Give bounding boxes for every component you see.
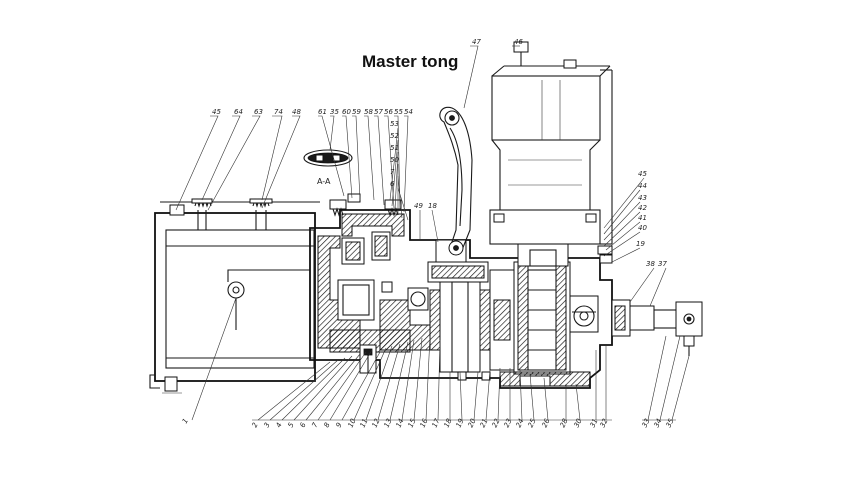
- part-label: 22: [491, 417, 502, 429]
- part-label: 16: [419, 417, 430, 429]
- part-label: 35: [665, 417, 676, 429]
- right-actuator: [611, 299, 703, 356]
- part-label: 55: [394, 108, 403, 116]
- part-label: 59: [352, 108, 361, 116]
- part-label: 45: [638, 170, 647, 178]
- part-label: 43: [638, 194, 647, 202]
- part-label: 45: [212, 108, 221, 116]
- leader-lines: [175, 45, 667, 421]
- part-label: 52: [390, 132, 399, 140]
- spring-right: [249, 198, 273, 230]
- part-label: 42: [638, 204, 647, 212]
- part-label: 57: [374, 108, 383, 116]
- part-label: 37: [658, 260, 667, 268]
- part-label: 19: [455, 417, 466, 429]
- part-label: 34: [653, 417, 664, 428]
- part-label: 41: [638, 214, 647, 222]
- part-label: 3: [263, 421, 272, 428]
- part-label: 8: [323, 421, 332, 429]
- part-label: 24: [515, 417, 526, 428]
- section-a-a: A-A: [303, 149, 353, 186]
- part-label: 53: [390, 120, 399, 128]
- part-label: 4: [275, 421, 284, 428]
- part-label: 1: [181, 417, 190, 425]
- part-label: 21: [479, 417, 490, 428]
- part-label: 15: [407, 417, 418, 429]
- part-label: 11: [359, 417, 370, 428]
- part-label: 6: [299, 421, 308, 429]
- part-label: 49: [414, 202, 423, 210]
- part-label: 40: [638, 224, 647, 232]
- part-label: 64: [234, 108, 243, 116]
- part-label: 7: [311, 421, 320, 429]
- gear-train: [427, 239, 599, 387]
- part-label: 10: [347, 417, 358, 429]
- part-label: 20: [467, 417, 478, 429]
- part-label: 9: [335, 421, 344, 429]
- part-label: 2: [251, 421, 260, 429]
- part-label: 50: [390, 156, 399, 164]
- part-label: 33: [641, 417, 652, 428]
- part-label: 74: [274, 108, 283, 116]
- part-label: 60: [342, 108, 351, 116]
- lever-arm: [439, 106, 473, 256]
- part-label: 25: [527, 417, 538, 429]
- part-label: 30: [573, 417, 584, 429]
- part-label: 46: [514, 38, 523, 46]
- part-label: 38: [646, 260, 655, 268]
- part-label: 35: [330, 108, 339, 116]
- part-label: 61: [318, 108, 327, 116]
- part-label: 51: [390, 144, 399, 152]
- part-label: 13: [383, 417, 394, 428]
- part-label: 12: [371, 417, 382, 429]
- spring-left: [191, 198, 213, 230]
- part-label: 32: [599, 417, 610, 429]
- diagram-title: Master tong: [362, 52, 459, 71]
- part-label: 19: [636, 240, 645, 248]
- part-label: 58: [364, 108, 373, 116]
- bottom-leaders: [252, 335, 690, 421]
- part-label: 18: [428, 202, 437, 210]
- part-label: 6: [390, 180, 395, 188]
- jaw-frame: [149, 201, 320, 394]
- part-label: 48: [292, 108, 301, 116]
- part-label: 47: [472, 38, 481, 46]
- part-label: 14: [395, 417, 406, 428]
- part-label: 63: [254, 108, 263, 116]
- part-label: 28: [559, 417, 570, 429]
- part-label: 17: [431, 417, 442, 429]
- part-label: 7: [390, 168, 395, 176]
- part-label: 31: [589, 417, 600, 428]
- section-label: A-A: [317, 177, 331, 186]
- hydraulic-motor: [489, 41, 613, 264]
- part-label: 23: [503, 417, 514, 428]
- part-label: 54: [404, 108, 413, 116]
- part-label: 56: [384, 108, 393, 116]
- part-label: 44: [638, 182, 647, 190]
- part-label: 26: [541, 417, 552, 429]
- part-label: 5: [287, 421, 296, 429]
- part-label: 18: [443, 417, 454, 429]
- gearbox-housing: [309, 209, 613, 389]
